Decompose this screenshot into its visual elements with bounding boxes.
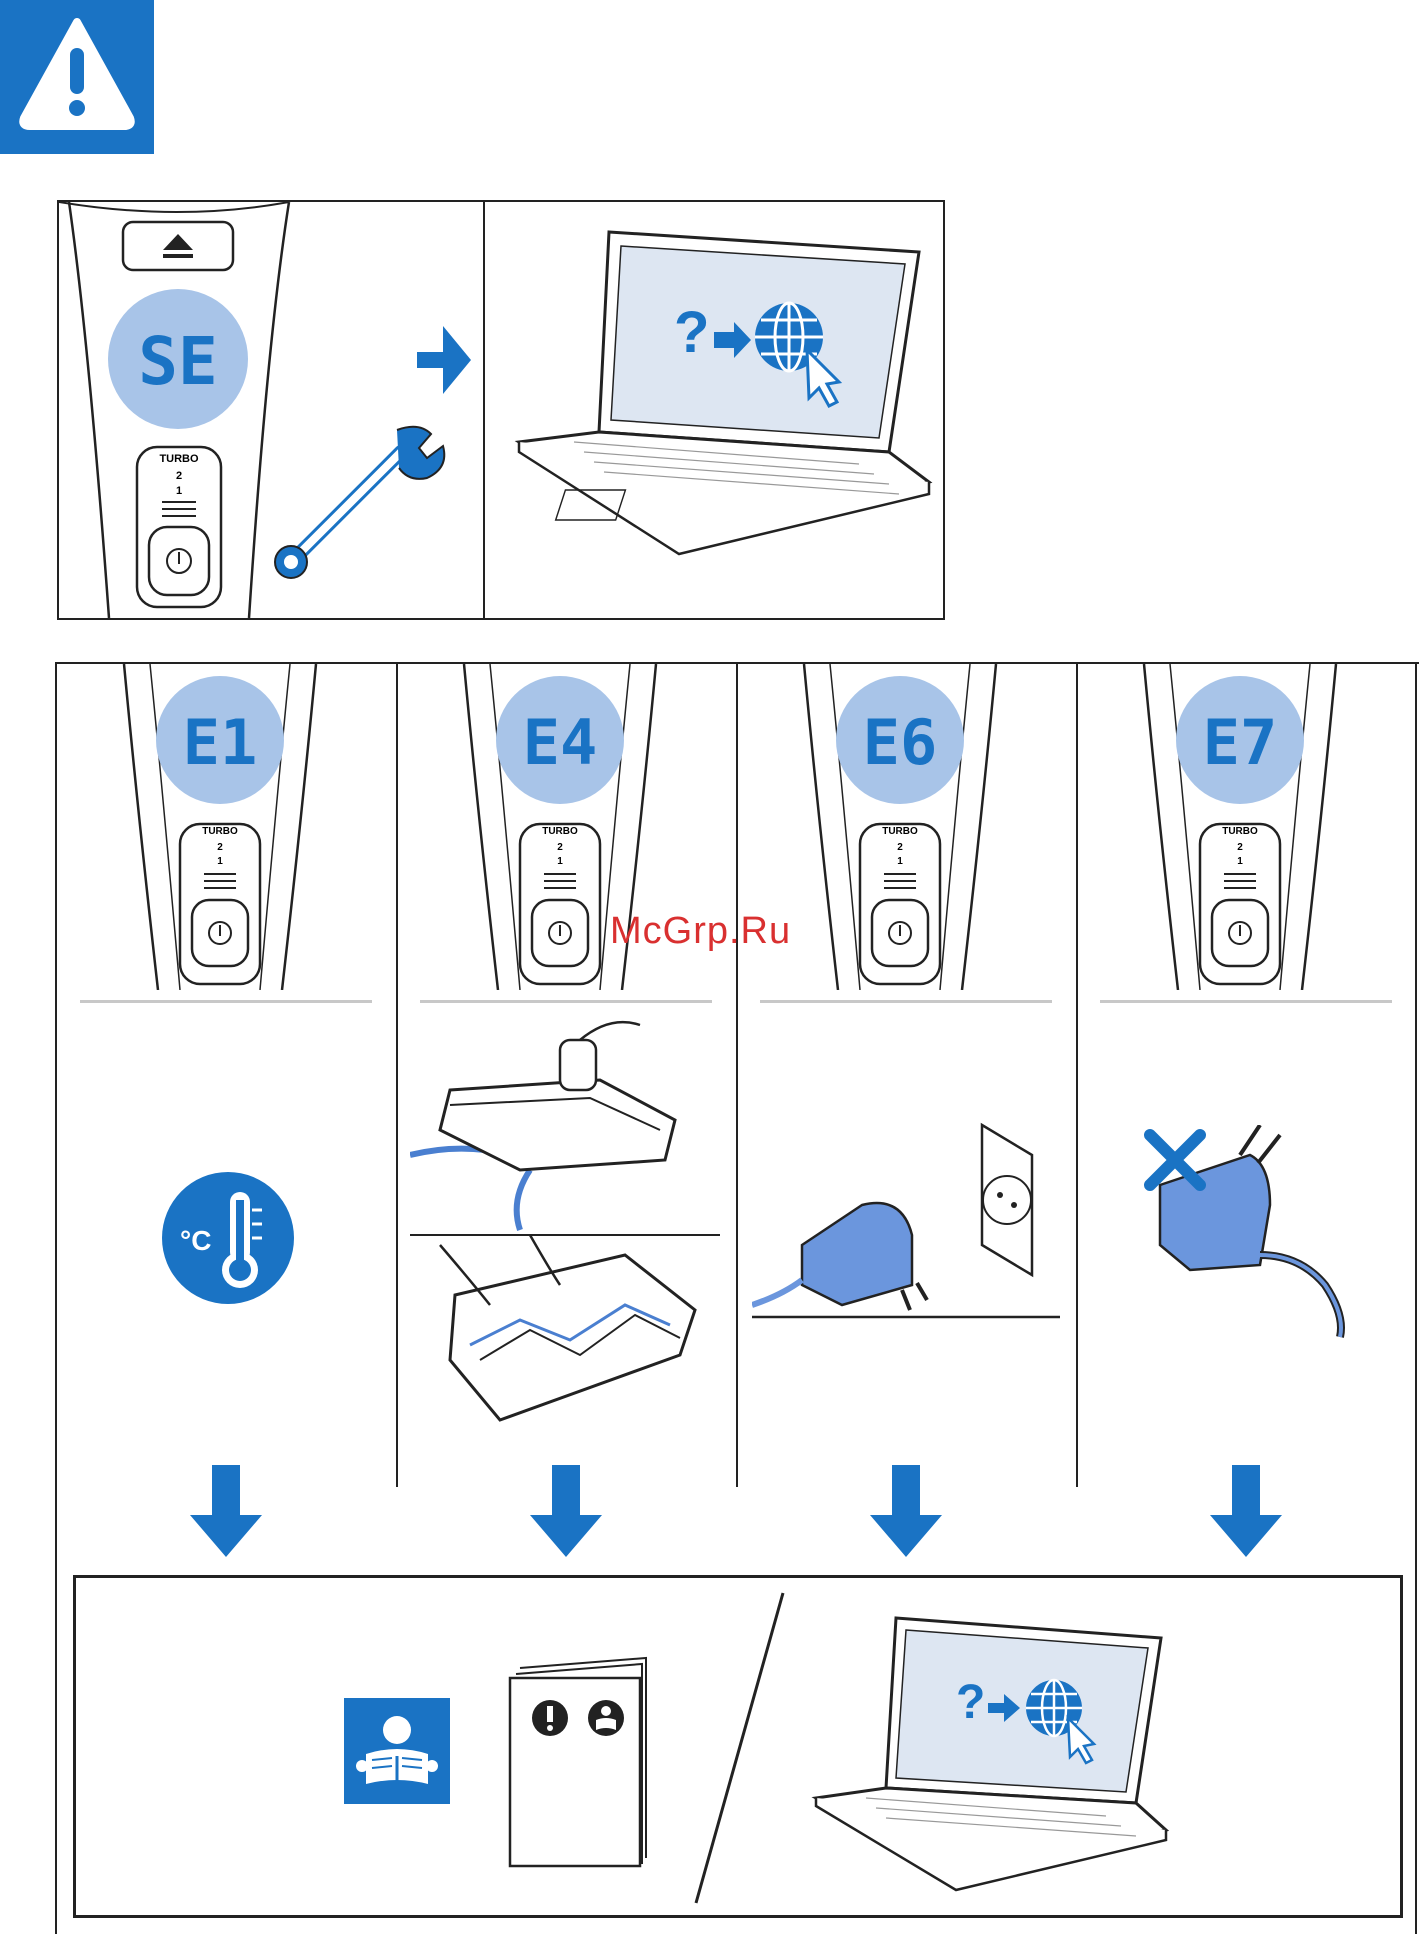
speed-2-label: 2	[1237, 842, 1243, 853]
brush-nozzle-icon	[410, 1020, 728, 1440]
top-panel: TURBO 2 1 SE ?	[57, 200, 945, 620]
arrow-down-icon	[190, 1465, 262, 1557]
arrow-right-icon	[417, 326, 471, 394]
speed-2-label: 2	[217, 842, 223, 853]
error-panel-right-edge	[1415, 662, 1417, 1934]
speed-2-label: 2	[176, 470, 182, 482]
turbo-label: TURBO	[202, 826, 238, 837]
arrow-down-icon	[1210, 1465, 1282, 1557]
question-icon: ?	[674, 300, 709, 365]
speed-1-label: 1	[557, 856, 563, 867]
divider-2	[736, 662, 738, 1487]
arrow-down-icon	[870, 1465, 942, 1557]
manual-booklet-icon	[506, 1638, 656, 1878]
turbo-label: TURBO	[882, 826, 918, 837]
temperature-celsius-icon: °C	[160, 1170, 296, 1306]
turbo-label: TURBO	[1222, 826, 1258, 837]
watermark: McGrp.Ru	[610, 910, 791, 953]
handle-se: TURBO 2 1 SE	[59, 202, 483, 618]
speed-1-label: 1	[176, 485, 182, 497]
adapter-socket-icon	[752, 1115, 1062, 1325]
handle-e6: TURBO 2 1 E6	[790, 664, 1010, 990]
laptop-icon: ?	[489, 202, 943, 618]
error-code-e4: E4	[523, 706, 598, 779]
turbo-label: TURBO	[542, 826, 578, 837]
error-code-e6: E6	[863, 706, 938, 779]
speed-1-label: 1	[217, 856, 223, 867]
error-code-e1: E1	[183, 706, 258, 779]
arrow-down-icon	[530, 1465, 602, 1557]
speed-1-label: 1	[897, 856, 903, 867]
warning-triangle-icon	[0, 0, 154, 154]
divider-1	[396, 662, 398, 1487]
speed-1-label: 1	[1237, 856, 1243, 867]
celsius-label: °C	[180, 1225, 211, 1256]
adapter-crossed-icon	[1130, 1125, 1370, 1340]
handle-e1: TURBO 2 1 E1	[110, 664, 330, 990]
error-code-se: SE	[138, 323, 217, 400]
wrench-icon	[275, 427, 444, 578]
turbo-label: TURBO	[159, 453, 199, 465]
handle-e7: TURBO 2 1 E7	[1130, 664, 1350, 990]
speed-2-label: 2	[557, 842, 563, 853]
question-icon: ?	[956, 1676, 985, 1729]
divider-3	[1076, 662, 1078, 1487]
bottom-panel: ?	[73, 1575, 1403, 1918]
error-code-e7: E7	[1203, 706, 1278, 779]
read-manual-icon	[344, 1698, 450, 1804]
warning-badge	[0, 0, 154, 154]
speed-2-label: 2	[897, 842, 903, 853]
laptop-icon: ?	[796, 1608, 1176, 1908]
